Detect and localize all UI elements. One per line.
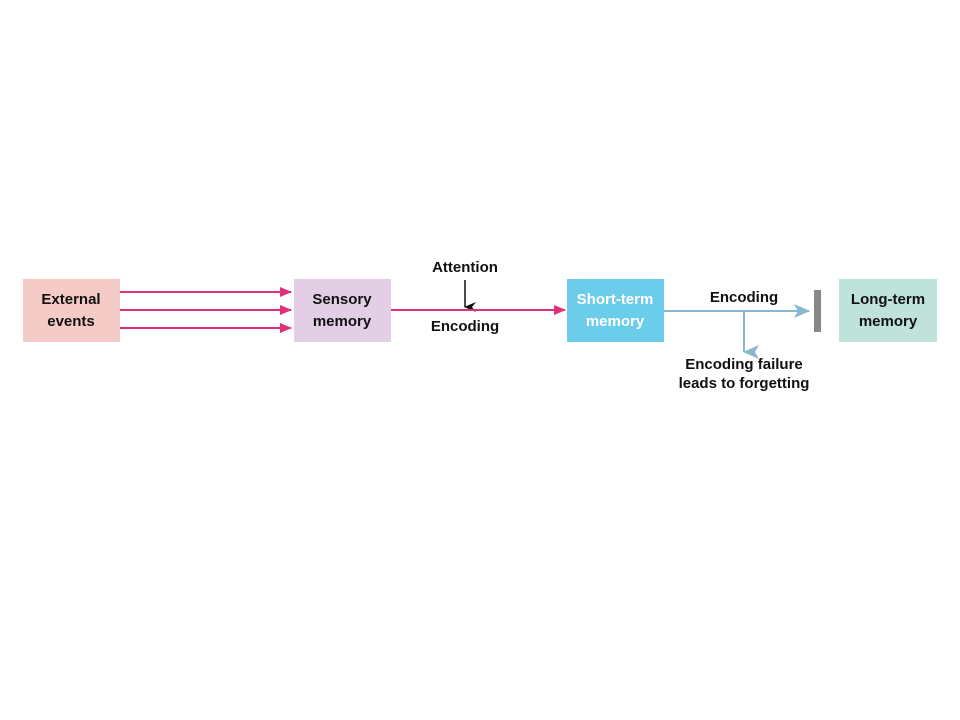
long-term-memory-node: Long-term memory: [839, 279, 937, 342]
short-term-memory-node: Short-term memory: [567, 279, 664, 342]
sensory-memory-label-line1: Sensory: [312, 291, 372, 308]
external-events-label-line2: events: [47, 313, 95, 330]
sensory-memory-node: Sensory memory: [294, 279, 391, 342]
long-term-memory-label-line2: memory: [859, 313, 918, 330]
encoding-label-1: Encoding: [431, 318, 499, 335]
caption-crop-mask: [660, 391, 830, 405]
sensory-memory-label-line2: memory: [313, 313, 372, 330]
external-to-sensory-arrows: [120, 287, 292, 333]
short-term-memory-label-line1: Short-term: [577, 291, 654, 308]
long-term-memory-box: [839, 279, 937, 342]
sensory-memory-box: [294, 279, 391, 342]
short-term-memory-box: [567, 279, 664, 342]
encoding-barrier: [814, 290, 821, 332]
long-term-memory-label-line1: Long-term: [851, 291, 925, 308]
encoding-label-2: Encoding: [710, 289, 778, 306]
encoding-failure-label-line2: leads to forgetting: [679, 375, 810, 392]
encoding-failure-label-line1: Encoding failure: [685, 356, 803, 373]
external-events-node: External events: [23, 279, 120, 342]
attention-label: Attention: [432, 259, 498, 276]
short-term-memory-label-line2: memory: [586, 313, 645, 330]
external-events-box: [23, 279, 120, 342]
external-events-label-line1: External: [41, 291, 100, 308]
